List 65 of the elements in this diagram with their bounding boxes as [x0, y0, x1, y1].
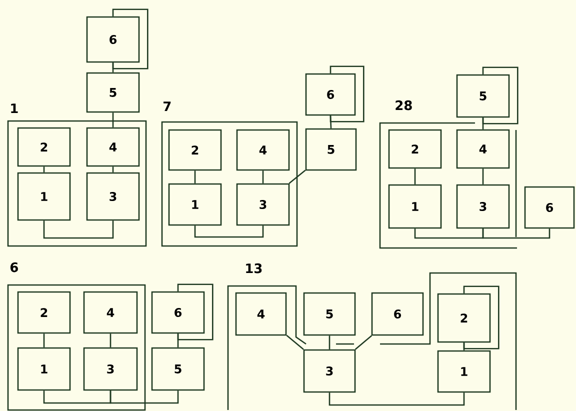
- connector-line: [112, 112, 114, 128]
- connector-line: [43, 166, 45, 172]
- connector-line: [177, 334, 179, 348]
- connector-line: [110, 390, 179, 404]
- number-box: 5: [303, 292, 356, 336]
- number-box: 4: [236, 129, 290, 171]
- number-box: 2: [437, 293, 491, 343]
- connector-line: [194, 226, 264, 238]
- connector-line: [328, 336, 330, 350]
- number-box: 2: [17, 127, 71, 167]
- connector-line: [288, 170, 306, 184]
- connector-line: [330, 66, 364, 122]
- number-box: 6: [151, 291, 205, 334]
- panel-number: 6: [10, 262, 18, 272]
- connector-line: [286, 334, 304, 350]
- connector-line: [110, 334, 112, 348]
- number-box: 3: [303, 349, 356, 393]
- number-box: 5: [86, 72, 140, 113]
- number-box: 4: [456, 129, 510, 169]
- connector-line: [482, 118, 484, 130]
- connector-line: [330, 116, 332, 128]
- connector-line: [463, 342, 465, 350]
- connector-line: [194, 170, 196, 184]
- number-box: 3: [83, 347, 138, 391]
- number-box: 1: [17, 172, 71, 221]
- number-box: 1: [17, 347, 71, 391]
- number-box: 5: [456, 74, 510, 118]
- number-box: 6: [86, 16, 140, 63]
- connector-line: [43, 220, 114, 239]
- number-box: 5: [151, 347, 205, 391]
- connector-line: [482, 168, 484, 184]
- number-box: 1: [437, 350, 491, 393]
- number-box: 2: [17, 291, 71, 334]
- connector-line: [328, 392, 465, 406]
- number-box: 5: [305, 128, 357, 171]
- number-box: 4: [235, 292, 287, 336]
- number-box: 2: [388, 129, 442, 169]
- connector-line: [177, 284, 214, 340]
- number-box: 4: [86, 127, 140, 167]
- number-box: 4: [83, 291, 138, 334]
- panel-number: 1: [11, 104, 18, 113]
- number-box: 6: [524, 186, 575, 229]
- connector-line: [112, 62, 114, 72]
- panel-number: 13: [246, 263, 262, 274]
- connector-line: [354, 335, 372, 350]
- number-box: 2: [168, 129, 222, 171]
- number-box: 6: [371, 292, 424, 336]
- connector-line: [43, 390, 112, 404]
- connector-line: [463, 286, 500, 350]
- connector-line: [482, 228, 550, 239]
- number-box: 1: [168, 183, 222, 226]
- panel-number: 28: [396, 100, 412, 110]
- number-box: 3: [236, 183, 290, 226]
- connector-line: [112, 166, 114, 172]
- connector-line: [112, 8, 148, 70]
- number-box: 3: [456, 184, 510, 229]
- connector-line: [262, 170, 264, 184]
- number-box: 3: [86, 172, 140, 221]
- connector-line: [43, 334, 45, 348]
- connector-line: [414, 228, 484, 239]
- number-box: 6: [305, 73, 356, 116]
- connector-line: [414, 168, 416, 184]
- panel-number: 7: [164, 102, 171, 111]
- connector-line: [482, 66, 518, 124]
- number-box: 1: [388, 184, 442, 229]
